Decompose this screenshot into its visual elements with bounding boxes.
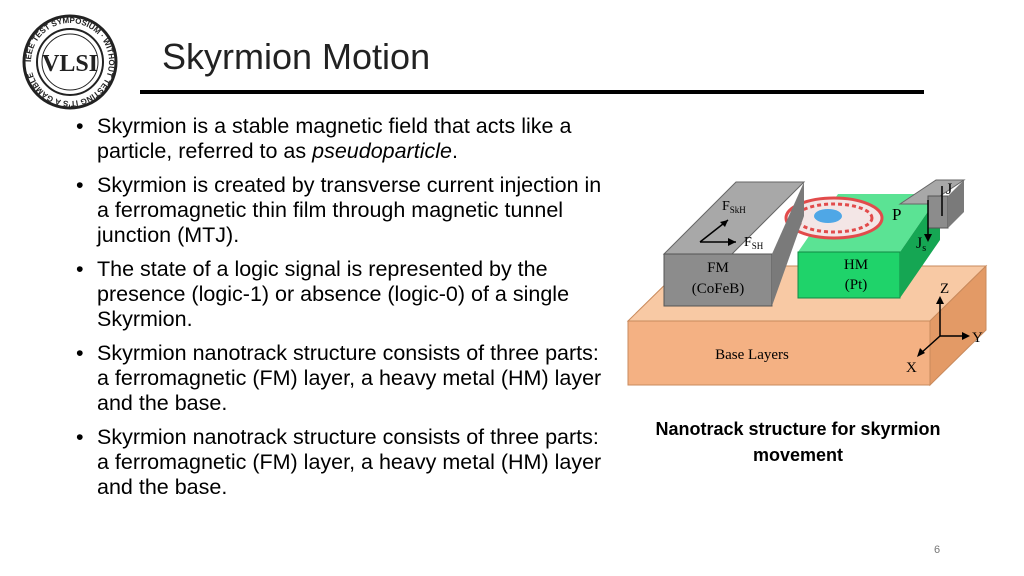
label-fm-material: (CoFeB) [692,281,745,297]
bullet-item: Skyrmion is a stable magnetic field that… [76,114,616,164]
label-js: Js [916,235,926,254]
bullet-item: Skyrmion nanotrack structure consists of… [76,341,616,416]
label-fsh: FSH [744,235,764,251]
label-hm-material: (Pt) [845,277,868,293]
bullet-list: Skyrmion is a stable magnetic field that… [76,114,616,509]
figure-caption: Nanotrack structure for skyrmion movemen… [655,419,941,465]
logo-center-text: VLSI [42,51,98,77]
label-fskh: FSkH [722,199,746,215]
fm-layer-front [663,253,773,307]
nanotrack-diagram: FSkH FSH FM (CoFeB) HM (Pt) P Js J Base … [626,179,988,387]
label-fm: FM [707,260,729,276]
label-p: P [892,205,901,224]
axis-z-label: Z [940,281,949,297]
label-j: J [946,181,952,198]
axis-x-label: X [906,360,917,376]
slide-title: Skyrmion Motion [162,36,431,77]
bullet-item: Skyrmion nanotrack structure consists of… [76,425,616,500]
label-hm: HM [844,257,868,273]
title-divider [140,90,924,94]
axis-y-label: Y [972,330,983,346]
base-layer-front [627,320,931,386]
fm-layer-side [772,182,804,306]
ieee-vlsi-test-symposium-logo: IEEE TEST SYMPOSIUM · WITHOUT TESTING IT… [22,14,118,110]
bullet-item: Skyrmion is created by transverse curren… [76,173,616,248]
page-number: 6 [934,544,941,556]
base-layer-side [929,264,987,387]
emphasis-text: pseudoparticle [312,139,452,163]
bullet-item: The state of a logic signal is represent… [76,257,616,332]
label-base-layers: Base Layers [715,347,789,363]
